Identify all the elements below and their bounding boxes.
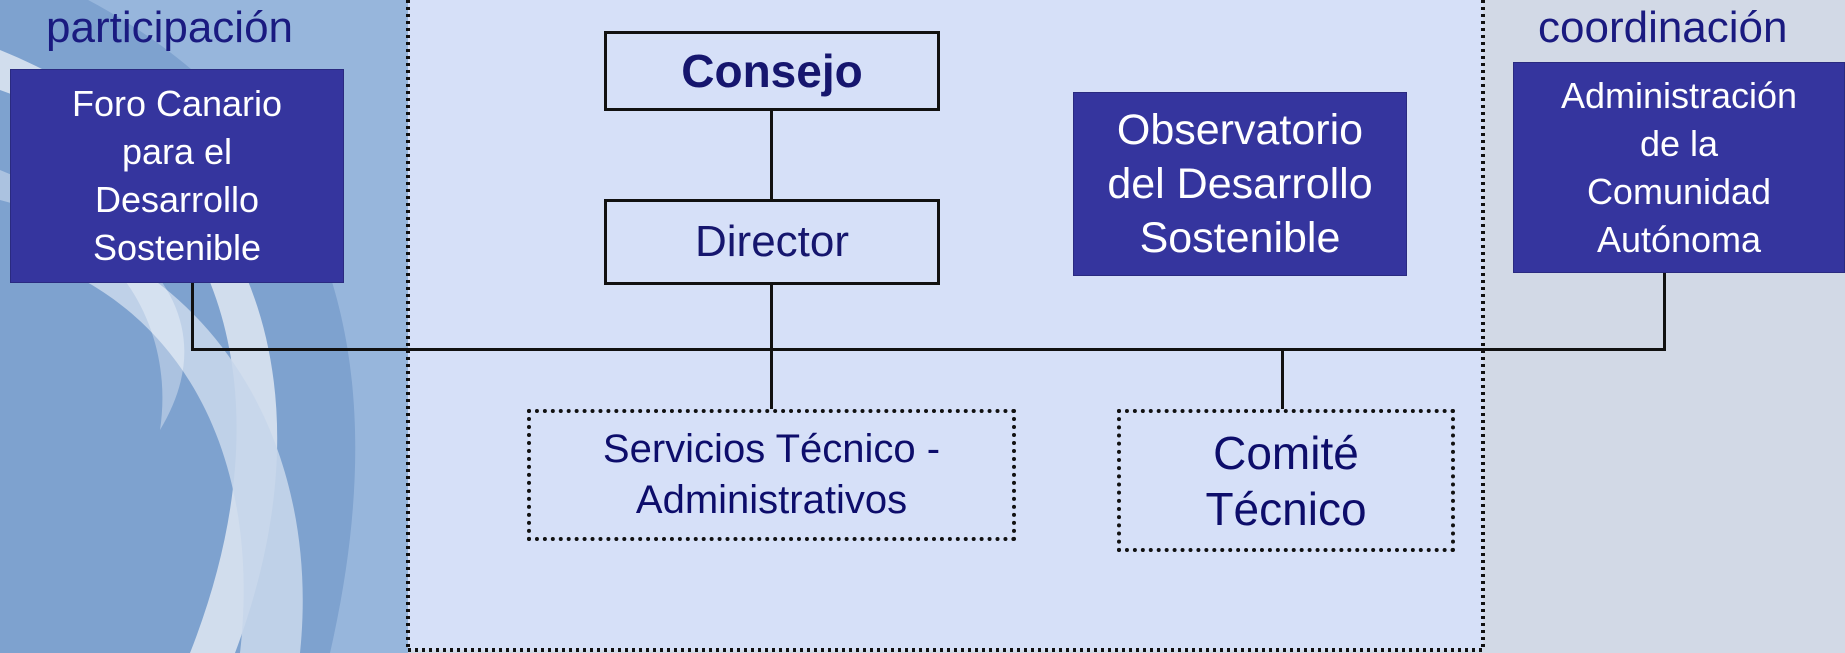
connector-administracion-main xyxy=(1663,273,1666,351)
connector-main-servicios xyxy=(770,349,773,411)
connector-foro-main xyxy=(191,283,194,351)
servicios-text: Servicios Técnico - Administrativos xyxy=(602,427,941,522)
observatorio-box: Observatorio del Desarrollo Sostenible xyxy=(1073,92,1407,276)
connector-director-main xyxy=(770,283,773,349)
consejo-box: Consejo xyxy=(604,31,940,111)
administracion-box: Administración de la Comunidad Autónoma xyxy=(1513,62,1845,273)
participacion-heading: participación xyxy=(46,3,294,52)
connector-consejo-director xyxy=(770,109,773,201)
connector-main-comite xyxy=(1281,349,1284,411)
comite-text: Comité Técnico xyxy=(1205,426,1367,535)
connector-horizontal-main xyxy=(191,348,1666,351)
administracion-text: Administración de la Comunidad Autónoma xyxy=(1560,74,1798,260)
coordinacion-heading: coordinación xyxy=(1538,3,1788,52)
observatorio-text: Observatorio del Desarrollo Sostenible xyxy=(1107,106,1373,262)
foro-canario-text: Foro Canario para el Desarrollo Sostenib… xyxy=(71,83,283,268)
comite-tecnico-box: Comité Técnico xyxy=(1117,409,1455,552)
servicios-tecnico-administrativos-box: Servicios Técnico - Administrativos xyxy=(527,409,1016,541)
director-text: Director xyxy=(694,217,850,266)
foro-canario-box: Foro Canario para el Desarrollo Sostenib… xyxy=(10,69,344,283)
consejo-text: Consejo xyxy=(681,45,863,97)
director-box: Director xyxy=(604,199,940,285)
